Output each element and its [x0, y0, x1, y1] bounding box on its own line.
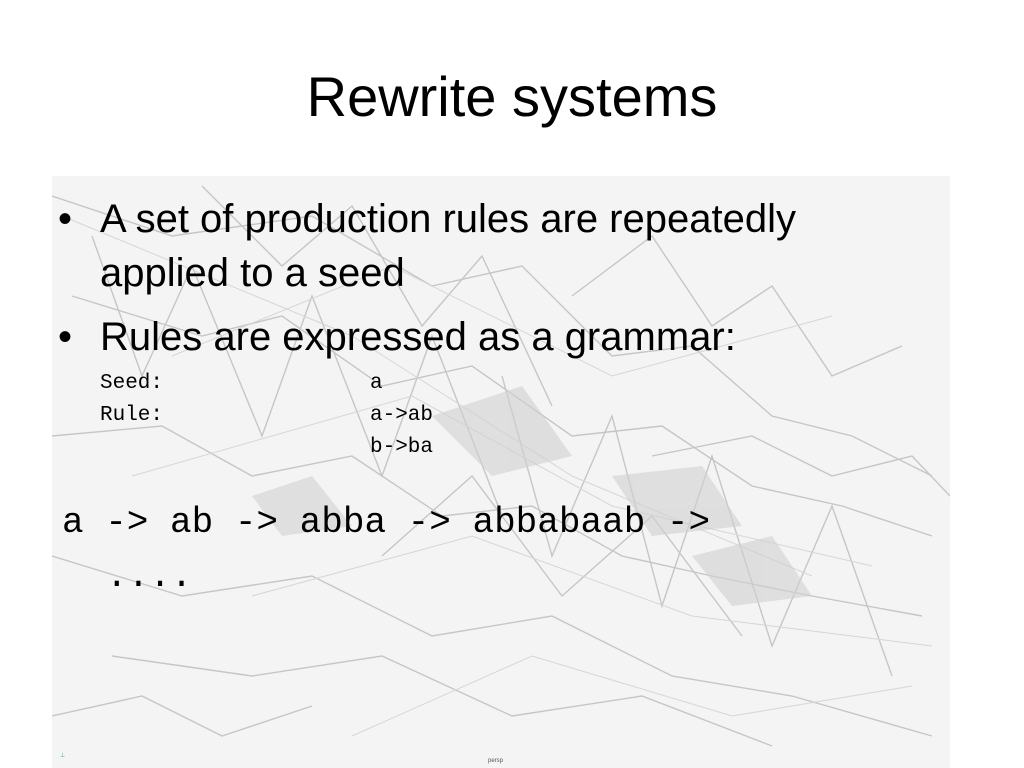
- background-fractal-image: persp ⊥: [52, 176, 950, 768]
- bullet-item: • Rules are expressed as a grammar:: [56, 310, 936, 364]
- derivation-sequence: a -> ab -> abba -> abbabaab -> ....: [62, 496, 942, 604]
- seed-label: Seed:: [100, 372, 164, 395]
- slide-title: Rewrite systems: [306, 65, 718, 128]
- rule-value: a->ab: [370, 404, 434, 427]
- sequence-continuation: ....: [106, 556, 193, 597]
- bullet-icon: •: [58, 197, 73, 241]
- bullet-item: • A set of production rules are repeated…: [56, 192, 936, 300]
- bullet-list: • A set of production rules are repeated…: [56, 192, 936, 374]
- grammar-block: Seed: a Rule: a->ab b->ba: [100, 368, 433, 464]
- bullet-text: Rules are expressed as a grammar:: [100, 315, 736, 359]
- rule-label: Rule:: [100, 404, 164, 427]
- sequence-line: a -> ab -> abba -> abbabaab ->: [62, 502, 711, 543]
- axis-icon: ⊥: [60, 753, 66, 759]
- bullet-icon: •: [58, 315, 73, 359]
- bullet-text: A set of production rules are repeatedly…: [100, 197, 796, 295]
- rule-label-spacer: [100, 432, 370, 464]
- grammar-rule-row: Rule: a->ab: [100, 400, 433, 432]
- fractal-wireframe-icon: [52, 185, 950, 747]
- seed-value: a: [370, 372, 383, 395]
- grammar-seed-row: Seed: a: [100, 368, 433, 400]
- watermark-label: persp: [488, 758, 504, 764]
- rule-value: b->ba: [370, 436, 434, 459]
- grammar-rule-row: b->ba: [100, 432, 433, 464]
